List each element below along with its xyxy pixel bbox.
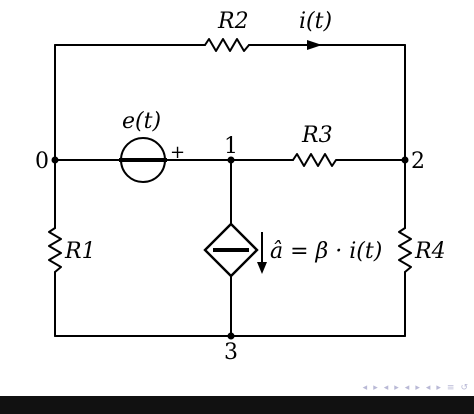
bottom-bar xyxy=(0,396,474,414)
nav-document-next-icon[interactable]: ▸ xyxy=(436,383,441,393)
nav-section-next-icon[interactable]: ▸ xyxy=(415,383,420,393)
beamer-navigation: ◂ ▸ ◂ ▸ ◂ ▸ ◂ ▸ ≡ ↺ xyxy=(363,382,468,394)
dependent-source-label: â = β · i(t) xyxy=(270,239,382,264)
voltage-source-icon xyxy=(119,137,167,183)
nav-frame-next-icon[interactable]: ▸ xyxy=(373,383,378,393)
node-dot-3 xyxy=(227,332,235,340)
node-label-2: 2 xyxy=(411,149,425,174)
current-label: i(t) xyxy=(299,9,332,34)
nav-subsection-next-icon[interactable]: ▸ xyxy=(394,383,399,393)
current-arrow xyxy=(307,40,322,50)
resistor-r3-label: R3 xyxy=(301,123,333,148)
nav-section-prev-icon[interactable]: ◂ xyxy=(404,383,410,393)
node-dot-2 xyxy=(401,156,409,164)
node-dot-0 xyxy=(51,156,59,164)
node-dots xyxy=(51,156,409,340)
wires xyxy=(54,44,406,337)
resistor-r4-label: R4 xyxy=(414,239,446,264)
node-label-3: 3 xyxy=(224,340,238,365)
nav-search-back-icon[interactable]: ↺ xyxy=(460,383,468,393)
node-label-1: 1 xyxy=(224,134,238,159)
nav-subsection-prev-icon[interactable]: ◂ xyxy=(383,383,389,393)
resistor-r2 xyxy=(204,38,250,52)
node-dot-1 xyxy=(227,156,235,164)
node-label-0: 0 xyxy=(35,149,49,174)
nav-frame-prev-icon[interactable]: ◂ xyxy=(362,383,368,393)
source-label: e(t) xyxy=(122,109,161,134)
dependent-source-icon xyxy=(203,222,259,278)
resistor-r3 xyxy=(292,153,341,167)
resistor-r2-label: R2 xyxy=(217,9,249,34)
nav-menu-icon[interactable]: ≡ xyxy=(446,383,455,393)
nav-document-prev-icon[interactable]: ◂ xyxy=(425,383,431,393)
resistor-r4 xyxy=(398,227,412,273)
resistor-r1-label: R1 xyxy=(64,239,96,264)
dependent-source-arrow-icon xyxy=(257,232,267,274)
source-plus-sign: + xyxy=(170,142,185,163)
resistor-r1 xyxy=(48,227,62,273)
